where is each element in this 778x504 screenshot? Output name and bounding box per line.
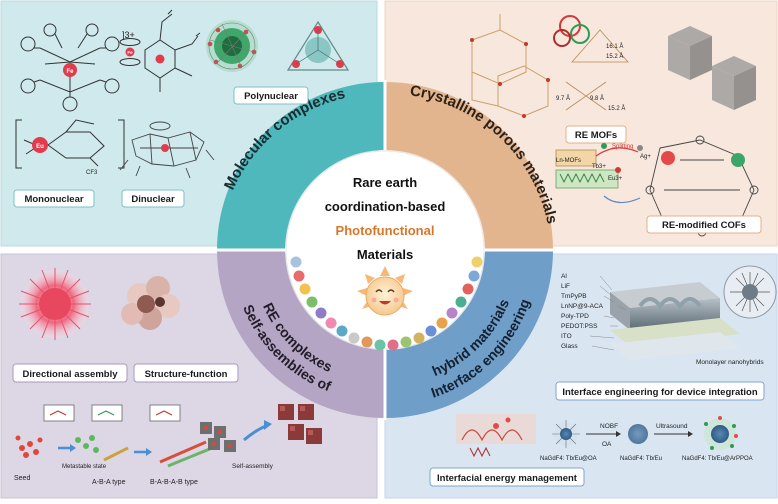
label-ultrasound: Ultrasound	[656, 423, 688, 430]
sun-mascot	[357, 266, 413, 316]
ring-sector-q4	[385, 250, 553, 418]
assembly-sequence	[15, 404, 213, 468]
q3-content: Directional assembly Structure-function	[12, 268, 322, 486]
q4-content: Al LiF TmPyPB LnNP@9-ACA Poly-TPD PEDOT:…	[429, 265, 777, 487]
label-ag: Ag+	[640, 154, 651, 160]
center-title-line1: Rare earth	[353, 175, 417, 190]
dim-3: 9.7 Å	[556, 95, 570, 102]
center-title-line4: Materials	[357, 247, 413, 262]
label-oa: OA	[602, 441, 612, 448]
dim-1: 16.1 Å	[606, 43, 623, 50]
self-assembly-scheme	[200, 404, 322, 452]
layer-4: Poly-TPD	[561, 313, 589, 320]
dim-4: 9.8 Å	[590, 95, 604, 102]
mof-dimensions	[565, 29, 629, 111]
label-dinuclear: Dinuclear	[131, 194, 175, 205]
label-box-energy	[429, 467, 585, 487]
np-1	[552, 420, 580, 448]
nanohybrid-disc	[723, 265, 777, 319]
label-babab: B-A-B-A-B type	[150, 479, 198, 486]
mof-lattice-1	[471, 14, 549, 117]
layer-3: LnNP@9-ACA	[561, 303, 604, 310]
spiky-sphere	[19, 268, 91, 340]
label-energy: Interfacial energy management	[437, 473, 578, 484]
mof-knot	[553, 15, 590, 47]
layer-0: Al	[561, 273, 567, 280]
label-monolayer: Monolayer nanohybrids	[696, 359, 764, 366]
q1-metal-eu: Eu	[36, 144, 44, 150]
q1-charge: ]3+	[122, 30, 135, 40]
polynuclear-cluster	[206, 20, 258, 72]
label-re-cofs: RE-modified COFs	[662, 220, 746, 231]
label-np1: NaGdF4: Tb/Eu@OA	[540, 456, 597, 462]
q1-cf3: CF3	[86, 170, 98, 176]
device-layer-labels: Al LiF TmPyPB LnNP@9-ACA Poly-TPD PEDOT:…	[561, 273, 604, 350]
label-nobf: NOBF	[600, 423, 618, 430]
layer-1: LiF	[561, 283, 570, 290]
label-box-re-cofs	[646, 215, 762, 234]
ln-mof-scheme	[555, 143, 643, 204]
dinuclear-structure-top	[119, 9, 201, 92]
label-box-mononuclear	[13, 189, 95, 208]
element-balls	[290, 256, 483, 351]
dim-5: 15.2 Å	[608, 105, 625, 112]
label-box-re-mofs	[565, 125, 627, 144]
q1-metal-fe-2: Fe	[127, 50, 133, 55]
label-mononuclear: Mononuclear	[24, 194, 83, 205]
ring	[215, 80, 555, 420]
label-box-polynuclear	[233, 86, 309, 105]
label-aba: A-B-A type	[92, 479, 126, 486]
label-box-directional	[12, 363, 128, 383]
q2-content: 16.1 Å 15.2 Å 9.7 Å 9.8 Å 15.2 Å RE MOFs…	[470, 14, 762, 237]
layer-7: Glass	[561, 343, 578, 350]
ring-sector-q3	[217, 250, 385, 418]
layer-2: TmPyPB	[561, 293, 587, 300]
ring-sector-q2	[385, 82, 553, 250]
np-3	[704, 416, 738, 450]
dim-2: 15.2 Å	[606, 53, 623, 60]
label-box-dinuclear	[121, 189, 185, 208]
device-stack	[610, 282, 740, 360]
label-box-structure-function	[133, 363, 239, 383]
cof-re-site-green	[731, 153, 745, 167]
ring-sector-q1	[217, 82, 385, 250]
layer-6: ITO	[561, 333, 572, 340]
label-box-device	[555, 381, 765, 401]
label-tb: Tb3+	[592, 164, 606, 170]
label-re-mofs: RE MOFs	[575, 130, 617, 141]
np-2	[628, 424, 648, 444]
label-eu: Eu3+	[608, 176, 623, 182]
label-seed: Seed	[14, 475, 30, 482]
polynuclear-triangle	[286, 20, 350, 71]
label-ln-mofs: Ln-MOFs	[556, 158, 581, 164]
label-device: Interface engineering for device integra…	[562, 387, 758, 398]
layer-5: PEDOT:PSS	[561, 323, 598, 330]
center-disc	[285, 150, 485, 350]
label-directional: Directional assembly	[22, 369, 118, 380]
label-polynuclear: Polynuclear	[244, 91, 298, 102]
label-structure-function: Structure-function	[145, 369, 228, 380]
mof-stack	[668, 26, 756, 110]
label-self-assembly: Self-assembly	[232, 463, 274, 470]
q1-content: Fe ]3+ Eu CF3 Fe	[13, 9, 350, 208]
label-np3: NaGdF4: Tb/Eu@ArPPOA	[682, 456, 753, 462]
cluster-blob	[121, 276, 180, 330]
label-splitting: Splitting	[612, 144, 633, 150]
q1-metal-fe-1: Fe	[66, 69, 74, 75]
cof-re-site-red	[661, 151, 675, 165]
energy-scheme	[456, 414, 536, 458]
center-title-line3: Photofunctional	[336, 223, 435, 238]
label-metastable: Metastable state	[62, 464, 107, 470]
label-np2: NaGdF4: Tb/Eu	[620, 456, 662, 462]
center-title-line2: coordination-based	[325, 199, 446, 214]
